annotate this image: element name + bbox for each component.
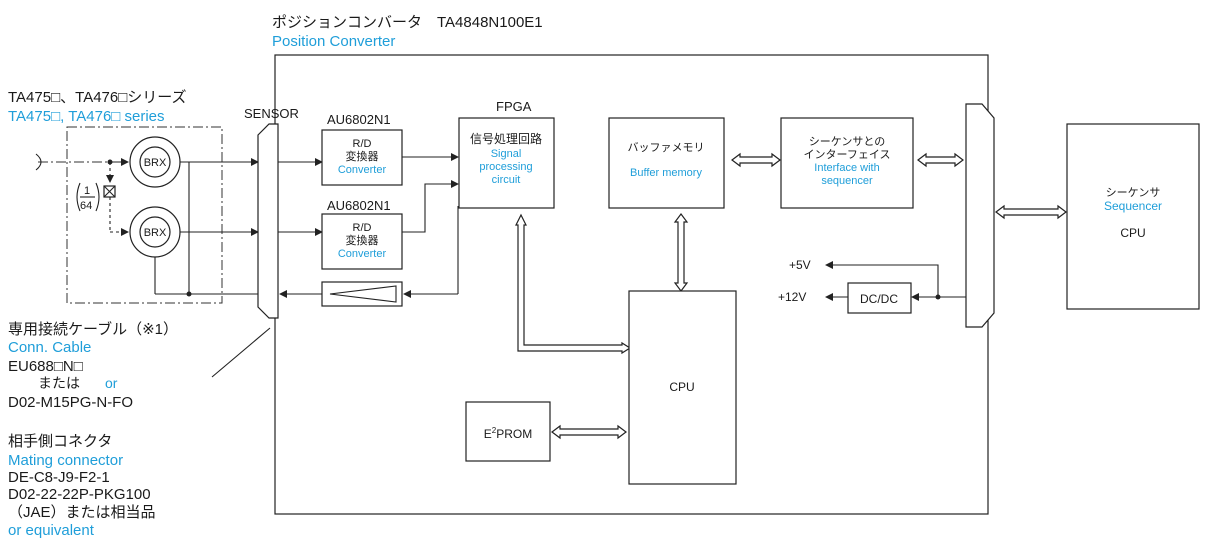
fpga-block bbox=[458, 117, 555, 209]
brx-label-2: BRX bbox=[144, 227, 167, 239]
v12-label: +12V bbox=[778, 290, 806, 304]
interface-jp-2: インターフェイス bbox=[803, 148, 890, 161]
interface-jp-1: シーケンサとの bbox=[809, 135, 886, 148]
rd2-line2: 変換器 bbox=[346, 233, 379, 247]
sensor-series-jp: TA475□、TA476□シリーズ bbox=[8, 89, 187, 106]
sequencer-en: Sequencer bbox=[1104, 199, 1162, 213]
cpu-block bbox=[628, 290, 737, 485]
eeprom-block bbox=[465, 401, 551, 462]
fpga-en-1: Signal bbox=[491, 148, 522, 160]
mating-equiv-en: or equivalent bbox=[8, 522, 95, 539]
cable-or-en: or bbox=[105, 375, 118, 391]
fpga-jp: 信号処理回路 bbox=[470, 131, 542, 146]
rd1-part: AU6802N1 bbox=[327, 112, 391, 127]
cable-jp: 専用接続ケーブル（※1） bbox=[8, 320, 178, 338]
cable-part1: EU688□N□ bbox=[8, 358, 83, 375]
interface-en-2: sequencer bbox=[821, 175, 873, 187]
dcdc-block bbox=[847, 282, 912, 314]
gear-ratio-num: 1 bbox=[84, 185, 90, 197]
fpga-en-2: processing bbox=[479, 161, 532, 173]
sensor-label: SENSOR bbox=[244, 106, 299, 121]
sequencer-cpu: CPU bbox=[1120, 226, 1145, 240]
sensor-series-boundary bbox=[66, 126, 223, 304]
dcdc-label: DC/DC bbox=[860, 292, 898, 306]
buffer-en: Buffer memory bbox=[630, 167, 702, 179]
cable-part2: D02-M15PG-N-FO bbox=[8, 394, 133, 411]
rd1-line2: 変換器 bbox=[346, 149, 379, 163]
fpga-en-3: circuit bbox=[492, 174, 521, 186]
interface-en-1: Interface with bbox=[814, 162, 879, 174]
sensor-connector bbox=[257, 123, 279, 319]
interface-bus-arrow bbox=[917, 152, 964, 168]
brx-resolver-1 bbox=[139, 146, 171, 178]
mating-en: Mating connector bbox=[8, 452, 123, 469]
rd-converter-2 bbox=[321, 213, 403, 270]
gear-ratio-den: 64 bbox=[80, 200, 92, 212]
sensor-series-en: TA475□, TA476□ series bbox=[8, 108, 165, 125]
shaft-input-symbol bbox=[35, 153, 42, 171]
cable-pointer-line bbox=[211, 327, 271, 378]
amplifier-symbol bbox=[329, 285, 397, 303]
buffer-memory-block bbox=[608, 117, 725, 209]
rd2-en: Converter bbox=[338, 248, 387, 260]
rd1-line1: R/D bbox=[353, 138, 372, 150]
cable-or-jp: または bbox=[38, 375, 80, 391]
title-jp: ポジションコンバータ TA4848N100E1 bbox=[272, 14, 543, 31]
brx-label-1: BRX bbox=[144, 157, 167, 169]
interface-block bbox=[780, 117, 914, 209]
buffer-cpu-arrow bbox=[673, 213, 689, 292]
sequencer-jp: シーケンサ bbox=[1106, 186, 1161, 199]
fpga-cpu-bus-arrow bbox=[515, 213, 632, 355]
eeprom-label: E2PROM bbox=[484, 426, 532, 441]
title-en: Position Converter bbox=[272, 33, 395, 50]
rd1-en: Converter bbox=[338, 164, 387, 176]
eeprom-cpu-arrow bbox=[551, 424, 627, 440]
brx-resolver-2 bbox=[139, 216, 171, 248]
mating-part1: DE-C8-J9-F2-1 bbox=[8, 469, 110, 486]
mating-equiv-jp: （JAE）または相当品 bbox=[8, 504, 156, 521]
sequencer-block bbox=[1066, 123, 1200, 310]
rd2-line1: R/D bbox=[353, 222, 372, 234]
bus-sequencer-arrow bbox=[995, 204, 1067, 220]
buffer-jp: バッファメモリ bbox=[628, 141, 705, 154]
buffer-interface-arrow bbox=[731, 152, 781, 168]
sequencer-bus-connector bbox=[965, 103, 995, 328]
v5-label: +5V bbox=[789, 258, 811, 272]
cpu-label: CPU bbox=[669, 380, 694, 394]
mating-jp: 相手側コネクタ bbox=[8, 433, 112, 450]
cable-en: Conn. Cable bbox=[8, 339, 91, 356]
fpga-label: FPGA bbox=[496, 99, 532, 114]
mating-part2: D02-22-22P-PKG100 bbox=[8, 486, 151, 503]
rd-converter-1 bbox=[321, 129, 403, 186]
rd2-part: AU6802N1 bbox=[327, 198, 391, 213]
